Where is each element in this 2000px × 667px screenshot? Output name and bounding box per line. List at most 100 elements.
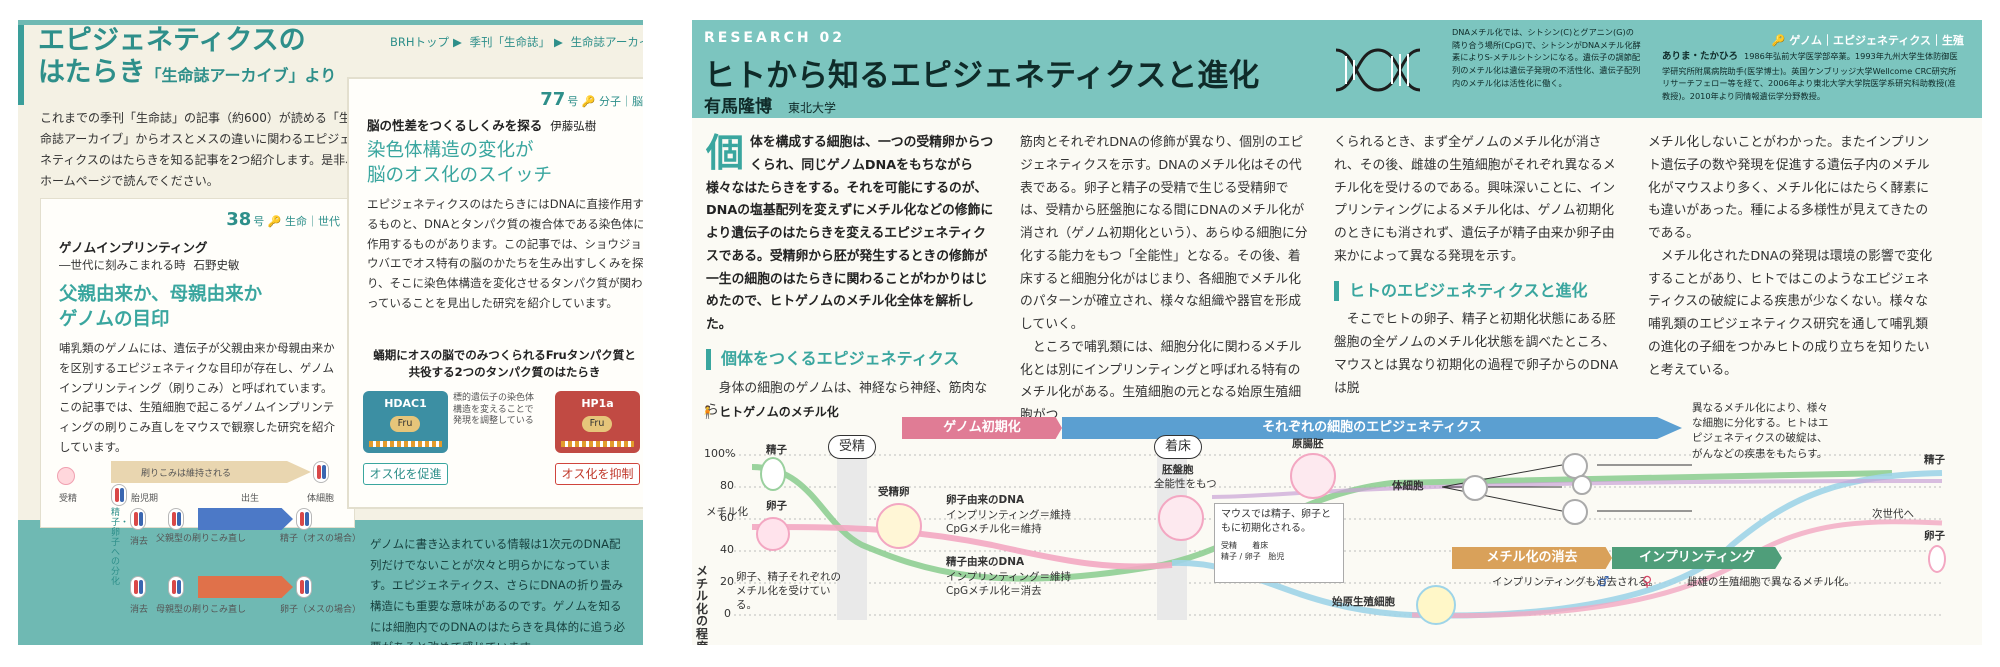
hp1a-diagram: HP1a Fru (555, 391, 640, 453)
label-egg-dna: 卵子由来のDNA (946, 494, 1025, 506)
label-sperm-imprint: インプリンティング＝維持 (946, 571, 1072, 583)
label-paternal: 父親型の刷りこみ直し (156, 534, 247, 544)
label-end-egg: 卵子 (1924, 530, 1945, 542)
card-heading: 染色体構造の変化が脳のオス化のスイッチ (367, 140, 553, 186)
y-tick: 100% (704, 447, 736, 460)
key-icon: 🔑 (267, 215, 282, 228)
label-somatic: 体細胞 (1392, 480, 1424, 492)
label-erase: 消去 (130, 605, 149, 615)
research-article: RESEARCH 02 ヒトから知るエピジェネティクスと進化 有馬隆博東北大学 … (692, 20, 1982, 645)
chromosome-icon (168, 576, 184, 598)
archive-title: エピジェネティクスの はたらき「生命誌アーカイブ」より (18, 25, 388, 105)
card-body: エピジェネティクスのはたらきにはDNAに直接作用するものと、DNAとタンパク質の… (367, 197, 643, 310)
chromosome-icon (111, 484, 127, 506)
mouse-note-box: マウスでは精子、卵子ともに初期化される。 受精 着床 精子 / 卵子 胎児 (1214, 503, 1344, 583)
category-tags: 🔑 ゲノム｜エピジェネティクス｜生殖 (1771, 34, 1964, 47)
chevron-right-icon: ▶ (554, 35, 563, 49)
somatic-cell (1562, 499, 1588, 525)
egg-cell (756, 517, 790, 551)
y-tick: 80 (720, 479, 734, 492)
pgc-cell (1416, 585, 1456, 625)
archive-panel: エピジェネティクスの はたらき「生命誌アーカイブ」より BRHトップ ▶ 季刊「生… (18, 20, 643, 645)
label-sperm-cpg: CpGメチル化＝消去 (946, 585, 1042, 597)
label-imprint-erased: インプリンティングも消去される。 (1492, 576, 1660, 588)
breadcrumb-quarterly[interactable]: 季刊「生命誌」 (469, 35, 551, 49)
sperm-cell (760, 457, 786, 491)
female-icon: ♀ (1642, 574, 1653, 590)
dropcap: 個 (706, 131, 745, 175)
label-fertilization: 受精 (59, 494, 78, 504)
band-each-cell: それぞれの細胞のエピジェネティクス (1062, 417, 1682, 439)
somatic-cell (1562, 453, 1588, 479)
middle-note: 標的遺伝子の染色体構造を変えることで発現を調整している (453, 393, 535, 427)
card-subtitle: ―世代に刻みこまれる時石野史敏 (59, 258, 240, 272)
label-methylation: メチル化 (706, 506, 748, 518)
article-header: RESEARCH 02 ヒトから知るエピジェネティクスと進化 有馬隆博東北大学 … (692, 20, 1982, 118)
bottom-teal-area (18, 520, 643, 645)
label-maintained: 刷りこみは維持される (141, 469, 232, 479)
key-icon: 🔑 (1771, 34, 1786, 47)
card-body: 哺乳類のゲノムには、遺伝子が父親由来か母親由来かを区別するエピジェネティクな目印… (59, 341, 335, 454)
label-erase: 消去 (130, 537, 149, 547)
chromosome-icon (130, 508, 146, 530)
label-birth: 出生 (241, 494, 260, 504)
title-suffix: 「生命誌アーカイブ」より (145, 65, 337, 85)
card-author: 石野史敏 (193, 258, 240, 272)
title-line2: はたらき (38, 56, 146, 88)
chromosome-icon (313, 461, 329, 483)
chromosome-icon (296, 576, 312, 598)
y-tick: 40 (720, 543, 734, 556)
bubble-fertilization: 受精 (828, 435, 877, 459)
chromosome-icon (130, 576, 146, 598)
label-primitive: 原腸胚 (1292, 438, 1324, 450)
intro-text: これまでの季刊「生命誌」の記事（約600）が読める「生命誌アーカイブ」からオスと… (40, 111, 358, 188)
label-maternal: 母親型の刷りこみ直し (156, 605, 247, 615)
blastocyst-cell (1158, 495, 1204, 541)
card-author: 伊藤弘樹 (550, 119, 597, 133)
article-author: 有馬隆博東北大学 (704, 97, 837, 117)
card-heading: 父親由来か、母親由来かゲノムの目印 (59, 284, 263, 330)
arrow-maintained (111, 461, 311, 483)
label-egg-imprint: インプリンティング＝維持 (946, 509, 1072, 521)
person-icon: 🧍 (700, 405, 715, 419)
arrow-maternal (198, 576, 293, 598)
breadcrumb-home[interactable]: BRHトップ (390, 35, 450, 49)
card-title: ゲノムインプリンティング (59, 240, 208, 255)
figure-title: 🧍 ヒトゲノムのメチル化 (700, 405, 839, 419)
label-embryo: 胎児期 (131, 494, 159, 504)
breadcrumb-archive[interactable]: 生命誌アーカイブ (570, 35, 643, 49)
top-stripe (18, 20, 643, 25)
egg-icon (57, 467, 75, 485)
research-label: RESEARCH 02 (704, 30, 845, 46)
side-note: 異なるメチル化により、様々な細胞に分化する。ヒトはエピジェネティクスの破綻は、が… (1692, 402, 1829, 460)
label-egg-cpg: CpGメチル化＝維持 (946, 523, 1042, 535)
end-egg-cell (1928, 545, 1946, 573)
chromosome-icon (168, 508, 184, 530)
hdac1-diagram: HDAC1 Fru (363, 391, 448, 453)
band-imprinting: インプリンティング (1612, 547, 1782, 569)
label-sperm-male: 精子（オスの場合） (280, 534, 362, 544)
male-icon: ♂ (1597, 574, 1610, 590)
card-title: 脳の性差をつくるしくみを探る伊藤弘樹 (367, 118, 597, 133)
label-zygote: 受精卵 (878, 486, 910, 498)
column-4: メチル化しないことがわかった。またインプリント遺伝子の数や発現を促進する遺伝子内… (1648, 135, 1933, 378)
article-title: ヒトから知るエピジェネティクスと進化 (704, 58, 1260, 94)
label-sperm: 精子 (766, 444, 787, 456)
y-tick: 0 (724, 607, 731, 620)
column-3: くられるとき、まず全ゲノムのメチル化が消され、その後、雌雄の生殖細胞がそれぞれ異… (1334, 132, 1624, 400)
breadcrumb: BRHトップ▶ 季刊「生命誌」▶ 生命誌アーカイブ (390, 34, 643, 50)
methylation-note: DNAメチル化では、シトシン(C)とグアニン(G)の隣り合う場所(CpG)で、シ… (1452, 27, 1641, 88)
label-somatic: 体細胞 (307, 494, 335, 504)
suppress-label: オス化を抑制 (555, 463, 640, 485)
arrow-paternal (198, 508, 293, 530)
label-egg-female: 卵子（メスの場合） (280, 605, 362, 615)
chromosome-icon (296, 508, 312, 530)
figure-caption: 蛹期にオスの脳でのみつくられるFruタンパク質と共役する2つのタンパク質のはたら… (373, 348, 636, 380)
column-1: 個体を構成する細胞は、一つの受精卵からつくられ、同じゲノムDNAをもちながら様々… (706, 132, 996, 423)
label-next-gen: 次世代へ (1872, 508, 1914, 520)
band-genome-init: ゲノム初期化 (902, 417, 1062, 439)
